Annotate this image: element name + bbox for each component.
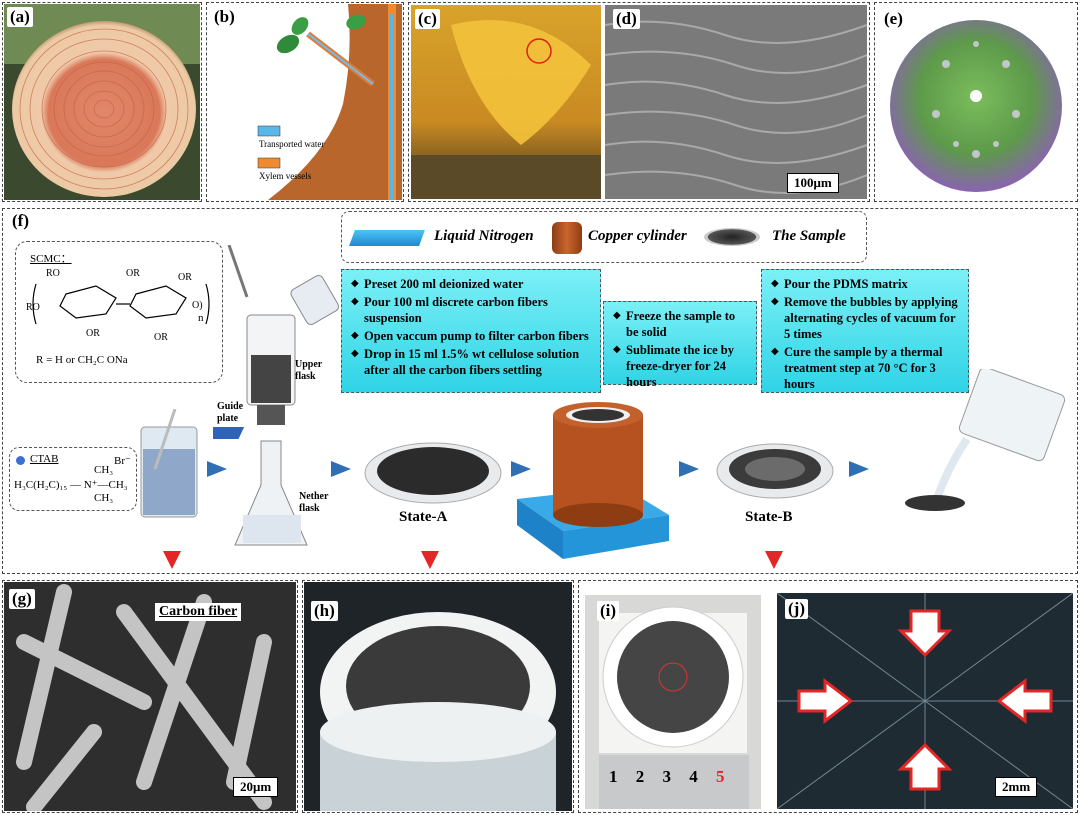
- ctab-formula: H₃C(H₂C)₁₅ — N⁺—CH₃: [14, 479, 128, 491]
- ruler-2: 2: [635, 767, 645, 786]
- panel-label-i: (i): [597, 601, 620, 621]
- down-arrow-carbon-fiber: [163, 551, 181, 569]
- scmc-structure-box: SCMC： RO OR OR RO OR OR O) n R = H or CH₂C …: [15, 241, 223, 383]
- scmc-r-definition: R = H or CH₂C ONa: [36, 354, 128, 366]
- label-state-a: State-A: [399, 509, 448, 525]
- scale-bar-g: 20μm: [233, 777, 279, 797]
- carbon-fiber-label: Carbon fiber: [155, 603, 242, 621]
- sample-in-mold-photo: [304, 582, 572, 811]
- tree-cross-section-photo: [4, 4, 200, 200]
- panel-e: (e): [874, 2, 1078, 202]
- top-legend: Liquid Nitrogen Copper cylinder The Samp…: [341, 211, 867, 263]
- process-arrow-2: [331, 461, 351, 477]
- step-1-2: Pour 100 ml discrete carbon fibers suspe…: [351, 294, 594, 326]
- scale-bar-d: 100μm: [787, 173, 839, 193]
- microscope-radial-fibers: [777, 593, 1073, 809]
- panel-label-h: (h): [311, 601, 338, 621]
- copper-cylinder-on-nitrogen: [517, 402, 669, 559]
- state-b-disc: [716, 443, 834, 499]
- panel-h: (h): [302, 580, 574, 813]
- svg-text:OR: OR: [154, 332, 168, 343]
- ctab-box: CTAB Br⁻ CH₃ H₃C(H₂C)₁₅ — N⁺—CH₃ CH₃: [9, 447, 137, 511]
- legend-water: Transported water: [259, 139, 325, 149]
- step-2-1: Freeze the sample to be solid: [613, 308, 750, 340]
- beaker-illustration: [140, 409, 198, 518]
- legend-liquid-nitrogen: Liquid Nitrogen: [434, 228, 534, 244]
- panel-g: (g) Carbon fiber 20μm: [2, 580, 298, 813]
- panel-b: (b) Transported water Xylem vessels: [206, 2, 404, 202]
- ruler-5: 5: [716, 767, 725, 786]
- step-card-freeze: Freeze the sample to be solid Sublimate …: [603, 301, 757, 389]
- process-arrow-3: [511, 461, 531, 477]
- panel-label-j: (j): [785, 599, 808, 619]
- panel-label-b: (b): [211, 7, 238, 27]
- label-state-b: State-B: [745, 509, 793, 525]
- svg-text:RO: RO: [46, 268, 60, 279]
- ginkgo-leaf-photo: [411, 5, 601, 199]
- step-3-2: Remove the bubbles by applying alternati…: [771, 294, 962, 342]
- svg-text:O): O): [192, 300, 203, 311]
- sem-carbon-fibers: [4, 582, 296, 811]
- step-2-2: Sublimate the ice by freeze-dryer for 24…: [613, 342, 750, 390]
- process-arrow-1: [207, 461, 227, 477]
- step-1-4: Drop in 15 ml 1.5% wt cellulose solution…: [351, 346, 594, 378]
- panel-label-f: (f): [9, 211, 32, 231]
- ctab-bead-icon: [16, 456, 25, 465]
- ctab-name: CTAB: [30, 453, 59, 465]
- ctab-ch3-bottom: CH₃: [94, 492, 114, 504]
- legend-copper-cylinder: Copper cylinder: [588, 228, 687, 244]
- panel-ij: 1 2 3 4 5 (i) (j) 2mm: [578, 580, 1078, 813]
- process-arrow-5: [849, 461, 869, 477]
- step-3-1: Pour the PDMS matrix: [771, 276, 962, 292]
- panel-label-c: (c): [415, 9, 440, 29]
- panel-cd: (c) (d) 100μm: [408, 2, 870, 202]
- tree-xylem-diagram: [257, 4, 402, 200]
- step-1-1: Preset 200 ml deionized water: [351, 276, 594, 292]
- down-arrow-state-b: [765, 551, 783, 569]
- svg-text:OR: OR: [126, 268, 140, 279]
- label-guide-plate: Guide plate: [217, 401, 244, 424]
- ctab-ch3-top: CH₃: [94, 464, 114, 476]
- step-1-3: Open vaccum pump to filter carbon fibers: [351, 328, 594, 344]
- panel-label-g: (g): [9, 589, 35, 609]
- ruler-3: 3: [662, 767, 672, 786]
- panel-label-e: (e): [881, 9, 906, 29]
- state-a-disc: [364, 442, 502, 504]
- process-arrow-4: [679, 461, 699, 477]
- pouring-beaker: [905, 369, 1066, 511]
- scmc-n: n: [198, 312, 204, 324]
- sample-icon: [704, 228, 760, 246]
- sea-urchin-image: [890, 20, 1062, 192]
- svg-text:OR: OR: [86, 328, 100, 339]
- copper-cylinder-icon: [552, 222, 582, 254]
- step-3-3: Cure the sample by a thermal treatment s…: [771, 344, 962, 392]
- cellulose-structure: RO OR OR RO OR OR O): [26, 268, 210, 343]
- panel-label-d: (d): [613, 9, 640, 29]
- panel-a: (a): [2, 2, 202, 202]
- scmc-title: SCMC：: [30, 253, 72, 265]
- svg-text:OR: OR: [178, 272, 192, 283]
- panel-f: (f) Liquid Nitrogen Copper cylinder The …: [2, 208, 1078, 574]
- ruler-labels: 1 2 3 4 5: [609, 767, 725, 787]
- legend-xylem: Xylem vessels: [259, 171, 312, 181]
- scale-bar-j: 2mm: [995, 777, 1038, 797]
- ruler-1: 1: [609, 767, 618, 786]
- legend-sample: The Sample: [772, 228, 846, 244]
- liquid-nitrogen-icon: [349, 230, 425, 246]
- svg-text:RO: RO: [26, 302, 40, 313]
- down-arrow-state-a: [421, 551, 439, 569]
- ctab-br: Br⁻: [114, 455, 131, 467]
- sem-leaf-surface: [605, 5, 867, 199]
- panel-label-a: (a): [7, 7, 33, 27]
- sample-photo-with-ruler: [585, 595, 761, 809]
- filtration-apparatus: [213, 245, 339, 546]
- label-nether-flask: Nether flask: [299, 491, 329, 514]
- label-upper-flask: Upper flask: [295, 359, 323, 382]
- step-card-pdms: Pour the PDMS matrix Remove the bubbles …: [761, 269, 969, 393]
- ruler-4: 4: [689, 767, 698, 786]
- step-card-filtration: Preset 200 ml deionized water Pour 100 m…: [341, 269, 601, 393]
